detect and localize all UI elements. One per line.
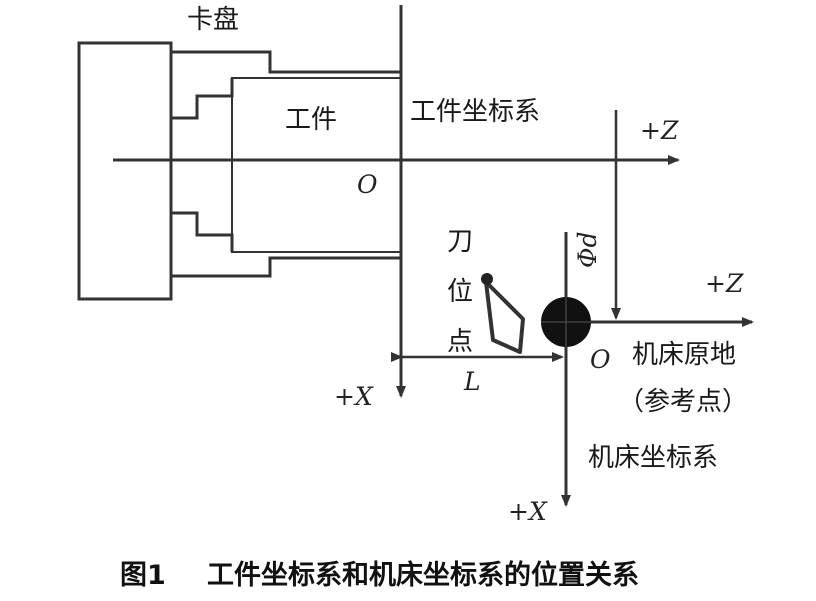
chuck-upper-jaw-step <box>171 78 234 120</box>
plus-x-bottom-label: +X <box>508 497 548 526</box>
chuck-jaws-outline <box>171 50 403 278</box>
tool-position-point <box>481 273 493 285</box>
caption-text: 工件坐标系和机床坐标系的位置关系 <box>207 559 639 591</box>
machine-coord-system-label: 机床坐标系 <box>588 443 718 473</box>
tool-position-label-2: 位 <box>447 277 473 307</box>
reference-point-label: （参考点） <box>618 387 748 417</box>
distance-l-label: L <box>463 367 481 396</box>
chuck-lower-jaw-step <box>171 211 234 252</box>
plus-z-machine-label: +Z <box>705 269 744 298</box>
workpiece-label: 工件 <box>285 105 337 135</box>
tool-position-label-1: 刀 <box>447 227 473 257</box>
workpiece-coord-system-label: 工件坐标系 <box>410 97 540 127</box>
plus-z-top-label: +Z <box>640 116 679 145</box>
machine-origin-label: 机床原地 <box>632 340 736 370</box>
diameter-label: Φd <box>573 232 602 269</box>
origin-workpiece-label: O <box>357 170 378 199</box>
tool-shape <box>484 280 525 354</box>
origin-machine-label: O <box>590 345 611 374</box>
plus-x-left-label: +X <box>334 382 374 411</box>
caption-number: 图1 <box>120 560 166 591</box>
tool-position-label-3: 点 <box>447 327 473 357</box>
chuck-label: 卡盘 <box>187 5 239 35</box>
chuck-body <box>77 41 173 301</box>
